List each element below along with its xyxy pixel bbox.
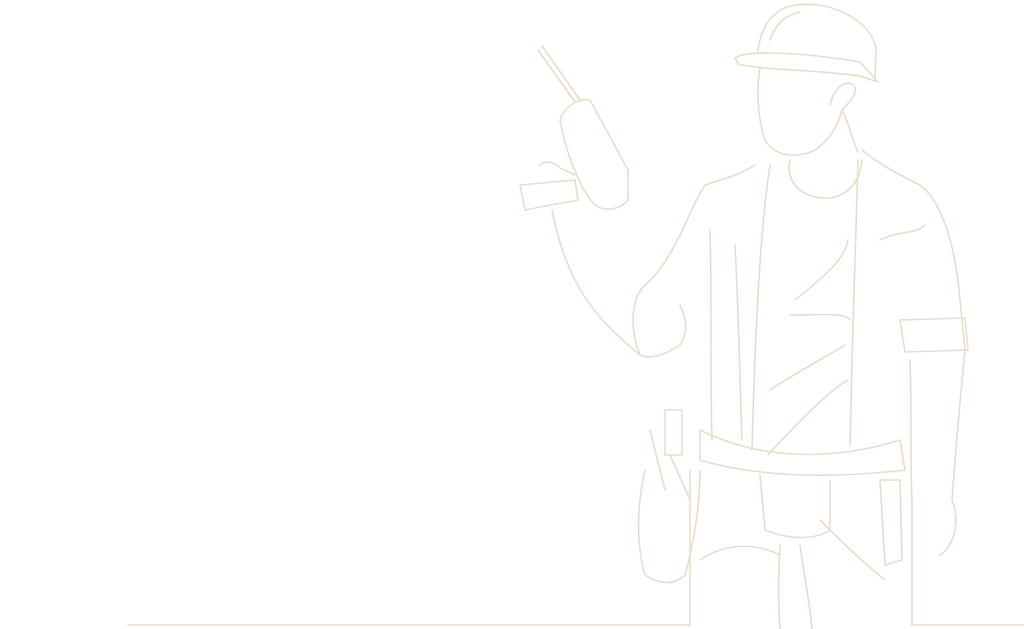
torso: [644, 149, 969, 556]
arm-with-drill: [519, 45, 687, 358]
tool-belt: [637, 409, 906, 584]
legs: [689, 469, 913, 629]
hard-hat: [734, 3, 879, 83]
head: [757, 67, 859, 156]
